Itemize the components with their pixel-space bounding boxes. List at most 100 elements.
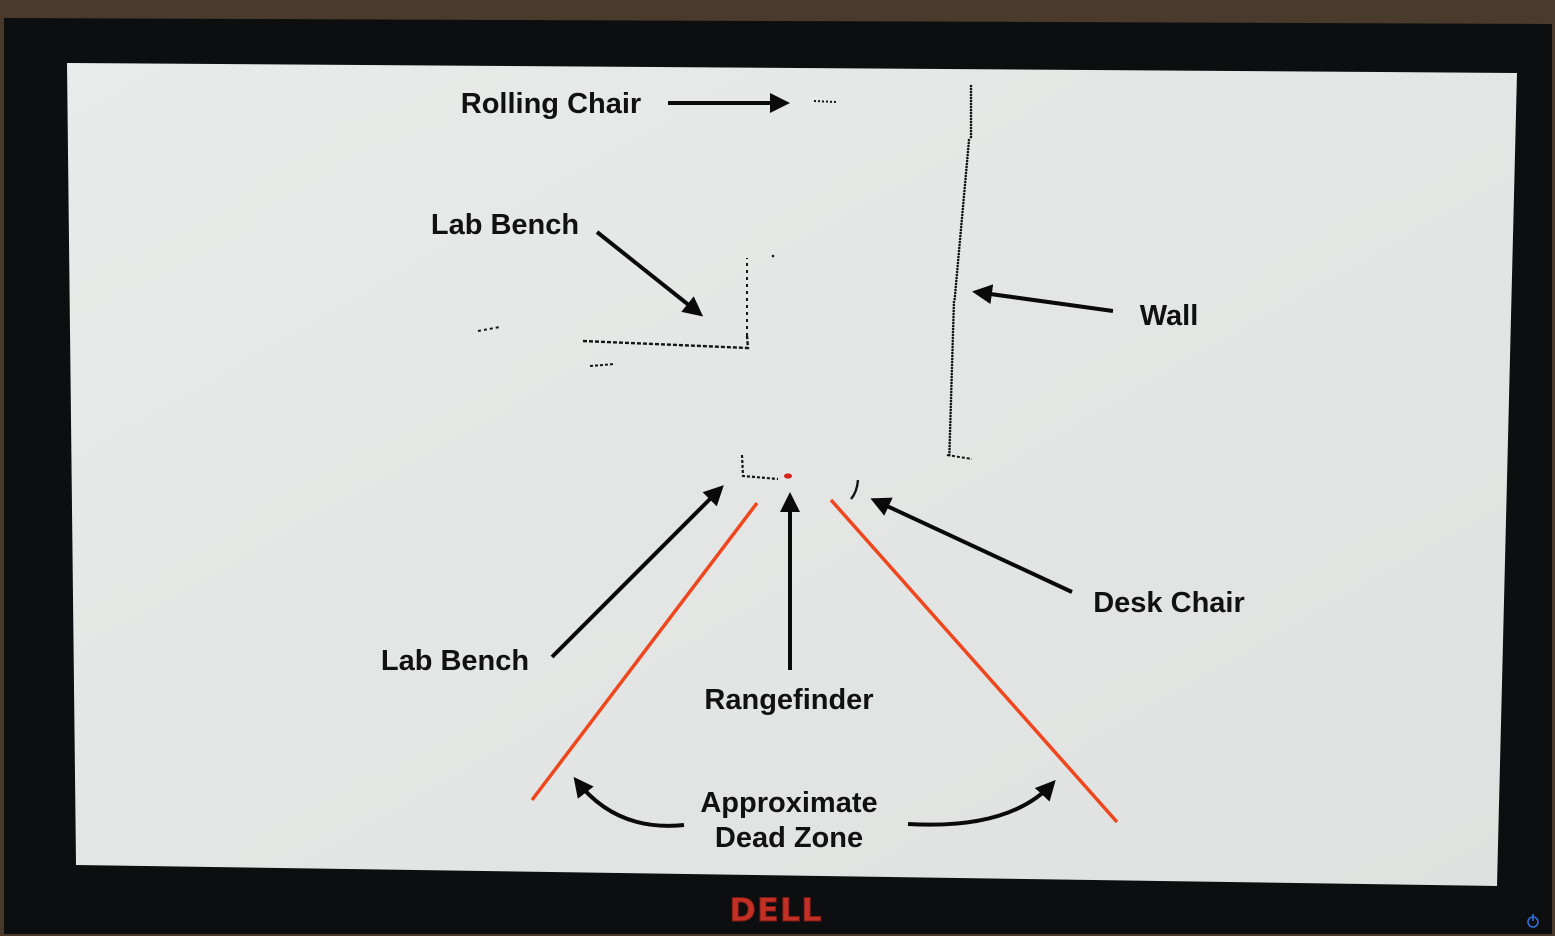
wall-scan-point <box>960 219 964 223</box>
wall-scan-point <box>951 351 954 355</box>
wall-scan-point <box>951 336 955 340</box>
wall-scan-point <box>952 321 955 325</box>
wall-scan-point <box>949 399 953 403</box>
wall-scan-point <box>951 330 955 334</box>
wall-scan-point <box>951 333 955 337</box>
wall-scan-point <box>952 306 956 310</box>
wall-scan-point <box>962 201 965 205</box>
arrow-desk-chair <box>870 497 1073 594</box>
wall-scan-point <box>949 402 953 406</box>
dead-zone-line-left <box>530 501 759 802</box>
wall-scan-point <box>963 183 967 187</box>
wall-scan-point <box>951 324 955 328</box>
wall-scan-point <box>969 123 973 127</box>
wall-scan-point <box>966 156 969 160</box>
wall-scan-point <box>969 90 973 94</box>
wall-scan-point <box>955 276 958 280</box>
wall-scan-point <box>959 234 962 238</box>
wall-scan-point <box>960 213 964 217</box>
wall-scan-point <box>954 285 958 289</box>
wall-scan-point <box>950 372 954 376</box>
dead-zone-line-right <box>829 498 1119 824</box>
wall-scan-point <box>962 195 966 199</box>
wall-scan-point <box>949 414 952 418</box>
wall-scan-point <box>948 438 952 442</box>
wall-scan-point <box>967 141 971 145</box>
wall-scan-point <box>951 348 954 352</box>
wall-scan-point <box>969 105 973 109</box>
wall-scan-point <box>949 408 952 412</box>
wall-scan-point <box>961 204 965 208</box>
wall-scan-point <box>950 369 954 373</box>
wall-scan-point <box>952 318 955 322</box>
wall-scan-point <box>952 312 955 316</box>
wall-scan-point <box>969 132 973 136</box>
wall-scan-point <box>951 345 954 349</box>
wall-scan-point <box>950 360 954 364</box>
wall-scan-point <box>948 447 951 451</box>
label-lab-bench-top: Lab Bench <box>431 209 579 241</box>
wall-scan-point <box>948 429 952 433</box>
wall-scan-point <box>949 390 953 394</box>
scan-points-lab-bench-upper <box>477 254 775 367</box>
wall-scan-point <box>953 294 957 298</box>
wall-scan-base <box>946 454 973 460</box>
wall-scan-point <box>956 261 960 265</box>
wall-scan-point <box>952 309 955 313</box>
wall-scan-point <box>958 240 962 244</box>
wall-scan-point <box>952 315 955 319</box>
wall-scan-point <box>948 444 951 448</box>
label-dead-zone-line2: Dead Zone <box>715 822 863 854</box>
wall-scan-point <box>967 144 970 148</box>
wall-scan-point <box>969 84 973 88</box>
wall-scan-point <box>969 129 973 133</box>
wall-scan-point <box>960 216 964 220</box>
wall-scan-point <box>962 198 965 202</box>
wall-scan-point <box>963 189 966 193</box>
label-dead-zone-line1: Approximate <box>700 787 877 819</box>
wall-scan-point <box>949 393 953 397</box>
wall-scan-point <box>969 96 973 100</box>
wall-scan-point <box>949 420 952 424</box>
wall-scan-point <box>967 138 971 142</box>
wall-scan-point <box>969 108 973 112</box>
wall-scan-point <box>957 255 960 259</box>
wall-scan-point <box>969 87 973 91</box>
arrow-lab-bench-top <box>595 230 704 317</box>
power-icon[interactable] <box>1527 914 1539 928</box>
label-lab-bench-bottom: Lab Bench <box>381 645 529 677</box>
wall-scan-point <box>955 270 959 274</box>
annotation-arrows <box>550 93 1114 828</box>
wall-scan-point <box>969 99 973 103</box>
wall-scan-point <box>956 267 959 271</box>
wall-scan-point <box>969 102 973 106</box>
wall-scan-point <box>961 210 964 214</box>
wall-scan-point <box>954 288 957 292</box>
wall-scan-point <box>965 162 969 166</box>
scan-points-wall <box>946 84 973 460</box>
wall-scan-point <box>950 375 953 379</box>
dell-logo: DELL <box>729 891 822 930</box>
wall-scan-point <box>950 363 954 367</box>
wall-scan-point <box>964 171 968 175</box>
wall-scan-point <box>956 258 960 262</box>
wall-scan-point <box>954 282 958 286</box>
wall-scan-point <box>953 291 957 295</box>
wall-scan-point <box>964 177 967 181</box>
wall-scan-point <box>965 159 969 163</box>
wall-scan-point <box>958 237 962 241</box>
wall-scan-point <box>959 231 962 235</box>
wall-scan-point <box>950 387 953 391</box>
wall-scan-point <box>965 165 968 169</box>
arrow-dead-zone-left <box>573 776 685 828</box>
wall-scan-point <box>951 354 954 358</box>
wall-scan-point <box>949 411 952 415</box>
wall-scan-point <box>948 435 952 439</box>
arrow-wall <box>972 284 1114 313</box>
wall-scan-point <box>948 441 952 445</box>
wall-scan-point <box>951 339 955 343</box>
wall-scan-point <box>969 111 973 115</box>
wall-scan-point <box>950 366 954 370</box>
label-rangefinder: Rangefinder <box>704 684 873 716</box>
